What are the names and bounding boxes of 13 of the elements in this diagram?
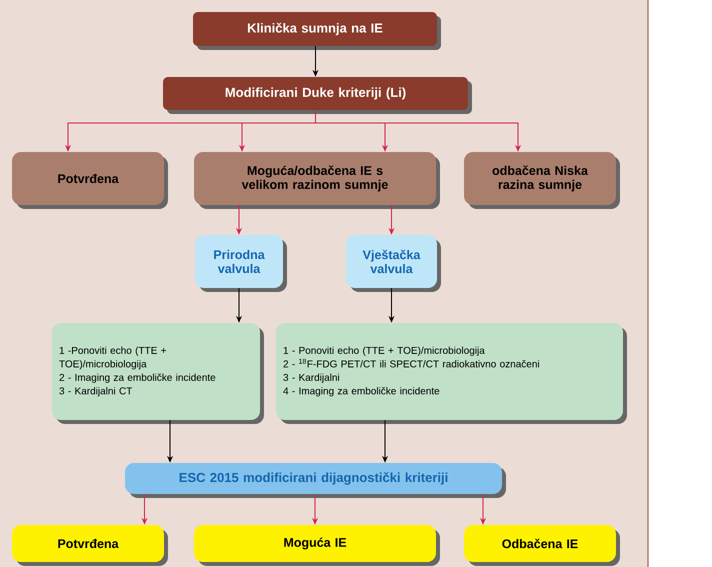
- criteria-bar: ESC 2015 modificirani dijagnostički kriteriji: [125, 463, 506, 498]
- result-box: Odbačena IE: [464, 525, 620, 566]
- steps-box: 1 - Ponoviti echo (TTE + TOE)/microbiologija 2 - $^{18}$F-FDG PET/CT ili SPECT/CT radiokativno označeni 3 - Kardijalni 4 - Imaging za emboličke incidente: [276, 323, 627, 424]
- outcome-box: Moguća/odbačena IE s velikom razinom sumnje: [194, 152, 440, 209]
- steps-box: 1 -Ponoviti echo (TTE + TOE)/microbiologija 2 - Imaging za emboličke incidente 3 - Kardijalni CT: [52, 323, 264, 424]
- outcome-box: odbačena Niska razina sumnje: [464, 152, 620, 209]
- result-box: Moguća IE: [194, 525, 440, 566]
- result-box: Potvrđena: [12, 525, 168, 566]
- valve-box: Prirodna valvula: [195, 235, 287, 292]
- title-box: Klinička sumnja na IE: [193, 12, 441, 50]
- valve-box: Vještačka valvula: [346, 235, 441, 292]
- outcome-box: Potvrđena: [12, 152, 168, 209]
- title-box: Modificirani Duke kriteriji (Li): [163, 77, 472, 114]
